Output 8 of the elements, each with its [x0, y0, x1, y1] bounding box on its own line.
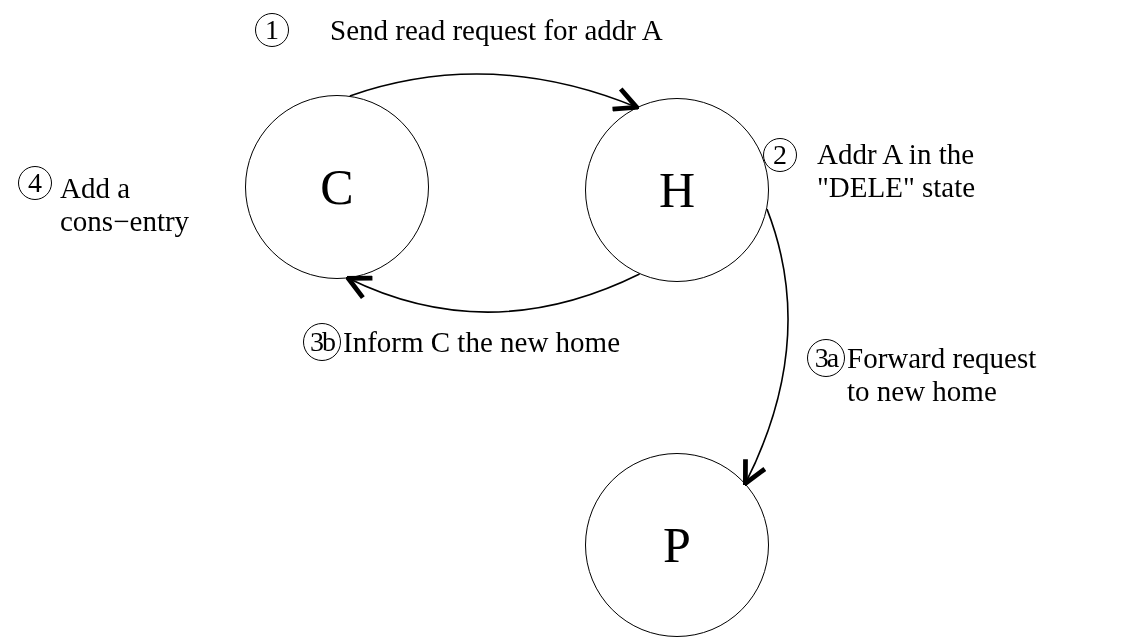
arrow: [345, 273, 641, 313]
arrow: [742, 208, 789, 486]
step-description: Addr A in the "DELE" state: [817, 138, 977, 204]
step-description: Forward request to new home: [847, 342, 1038, 408]
arrow: [349, 73, 640, 113]
step-description: Send read request for addr A: [330, 14, 664, 47]
step-description: Add a cons−entry: [60, 172, 191, 238]
step-description: Inform C the new home: [343, 326, 622, 359]
